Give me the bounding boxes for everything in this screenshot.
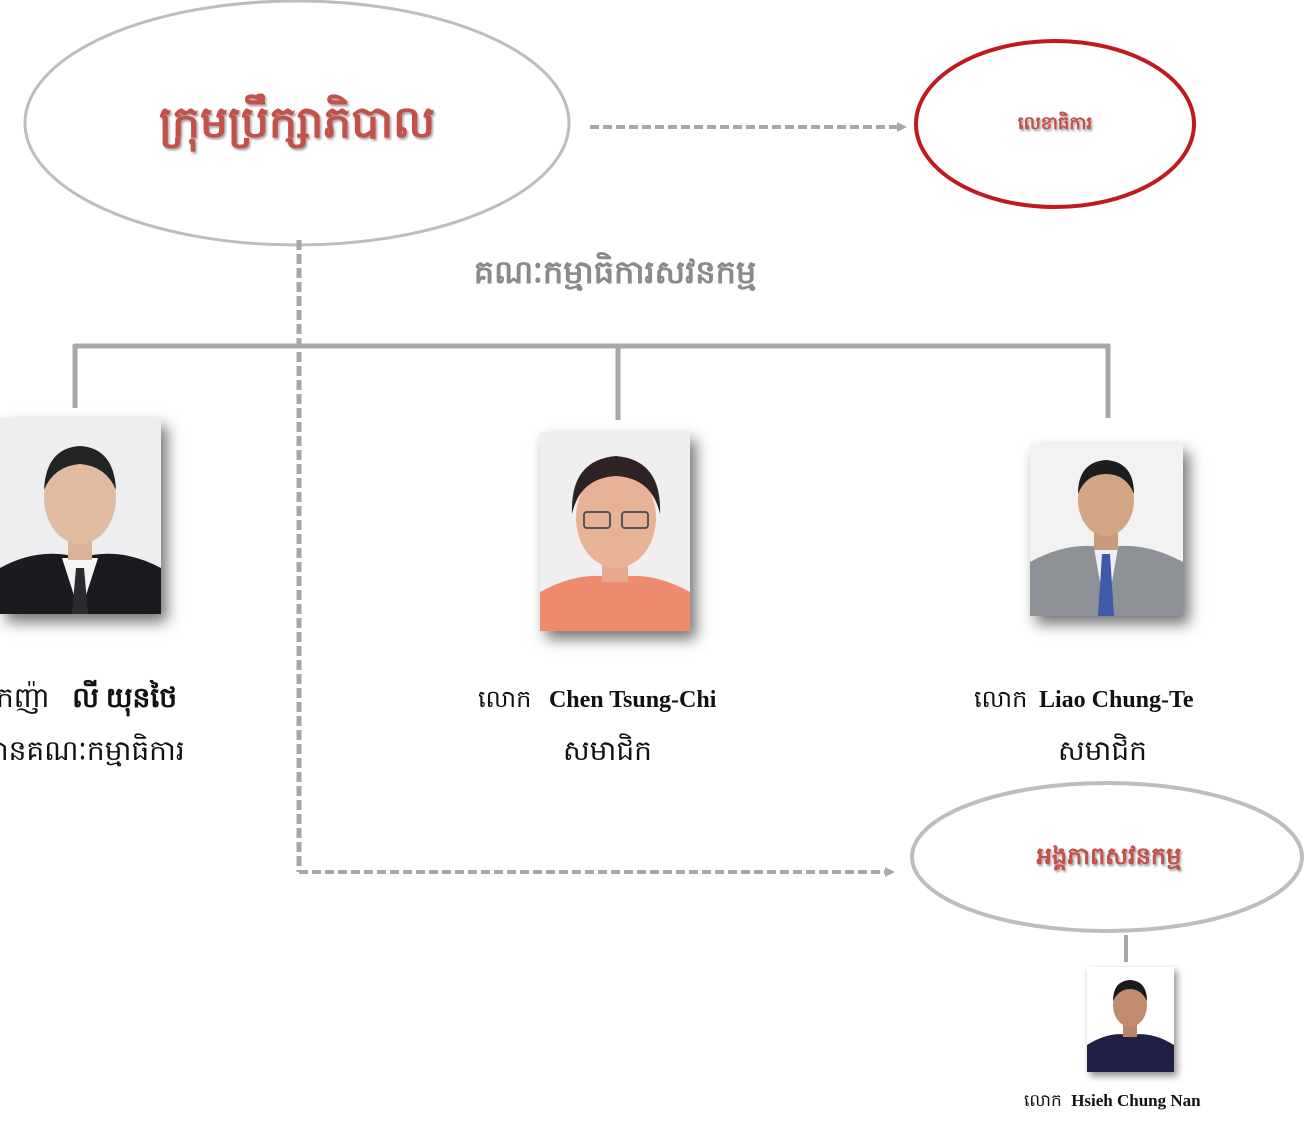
committee-title: គណៈកម្មាធិការសវនកម្ម	[474, 252, 756, 291]
member-2-name: លោក Chen Tsung-Chi	[478, 684, 716, 719]
board-title: ក្រុមប្រឹក្សាភិបាល	[159, 93, 435, 152]
auditor-fullname: Hsieh Chung Nan	[1071, 1091, 1201, 1110]
audit-unit-ellipse	[910, 781, 1304, 933]
member-1-fullname: លី យុនថៃ	[72, 683, 177, 714]
member-1-photo	[0, 418, 161, 614]
person-portrait-icon	[1087, 967, 1174, 1072]
secretariat-title: លេខាធិការ	[1018, 111, 1093, 134]
person-portrait-icon	[0, 418, 161, 614]
member-3-role: សមាជិក	[1058, 734, 1147, 767]
person-portrait-icon	[1030, 444, 1183, 616]
member-1-name: កញ៉ា លី យុនថៃ	[0, 680, 177, 721]
secretariat-ellipse	[914, 39, 1196, 209]
person-portrait-icon	[540, 432, 690, 631]
member-3-photo	[1030, 444, 1183, 616]
member-3-prefix: លោក	[974, 685, 1028, 713]
member-3-name: លោក Liao Chung-Te	[974, 684, 1193, 719]
auditor-photo	[1087, 967, 1174, 1072]
member-3-fullname: Liao Chung-Te	[1038, 687, 1194, 713]
member-1-role: ធានគណៈកម្មាធិការ	[0, 734, 185, 767]
auditor-name: លោក Hsieh Chung Nan	[1024, 1090, 1201, 1115]
member-2-role: សមាជិក	[563, 734, 652, 767]
audit-unit-title: អង្គភាពសវនកម្ម	[1037, 842, 1182, 871]
member-2-prefix: លោក	[478, 685, 532, 713]
member-2-photo	[540, 432, 690, 631]
auditor-prefix: លោក	[1024, 1091, 1062, 1111]
member-2-fullname: Chen Tsung-Chi	[548, 687, 717, 713]
member-1-prefix: កញ៉ា	[0, 681, 50, 714]
